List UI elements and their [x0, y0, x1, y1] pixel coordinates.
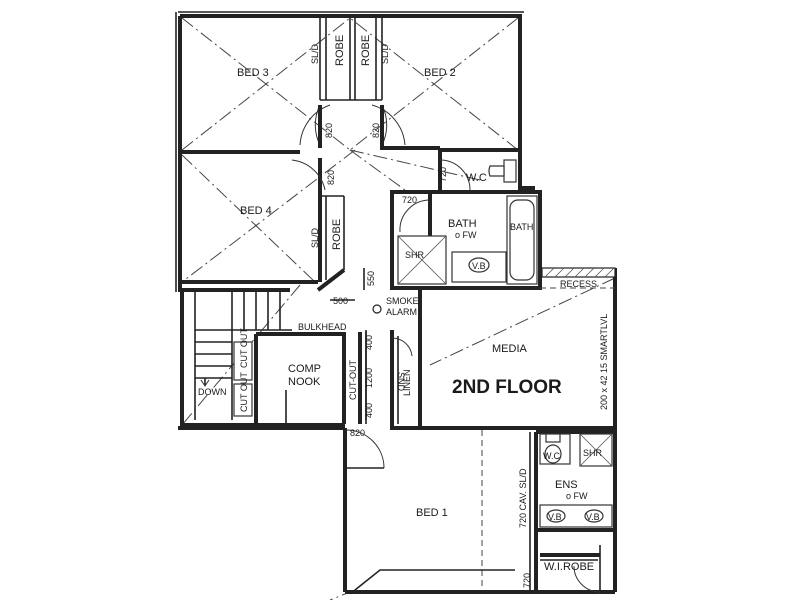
dim-400-top: 400: [364, 335, 374, 350]
robe-label-left: ROBE: [334, 35, 346, 66]
vb-ens-label-1: V.B: [548, 512, 562, 522]
sl-d-label-bed4: SL/D: [310, 227, 320, 248]
dim-820-a: 820: [324, 123, 334, 138]
cutout-label-bottom: CUT OUT: [239, 372, 249, 412]
dim-400-bot: 400: [364, 403, 374, 418]
smoke-alarm-label-1: SMOKE: [386, 296, 419, 306]
shr-bath-label: SHR: [405, 250, 425, 260]
smoke-alarm-symbol: [372, 304, 382, 314]
room-label-bed2: BED 2: [424, 67, 456, 79]
hall-walls: [182, 288, 422, 469]
room-label-bath: BATH: [448, 218, 477, 230]
robe-label-bed4: ROBE: [331, 219, 343, 250]
room-label-wirobe: W.I.ROBE: [544, 561, 594, 573]
smartlvl-label: 200 x 42 15 SMARTLVL: [599, 314, 609, 410]
robe-label-right: ROBE: [360, 35, 372, 66]
linen-label: LINEN: [402, 369, 412, 396]
cutout-label-vertical: CUT-OUT: [348, 360, 358, 400]
media-walls: [418, 267, 616, 430]
shr-ens-label: SHR: [583, 448, 603, 458]
sl-d-label-right: SL/D: [380, 43, 390, 64]
down-label: DOWN: [198, 387, 227, 397]
room-label-bed1: BED 1: [416, 507, 448, 519]
room-label-media: MEDIA: [492, 343, 528, 355]
room-label-comp-line1: COMP: [288, 363, 321, 375]
dim-500: 500: [333, 296, 348, 306]
bed3-bed2-walls: [180, 16, 440, 154]
recess-hatch: [544, 267, 615, 278]
room-label-comp-line2: NOOK: [288, 376, 321, 388]
cutout-label-left: CUT OUT: [239, 328, 249, 368]
bath-tub-label: BATH: [510, 222, 533, 232]
bed4-walls: [180, 158, 346, 292]
dim-720-wir: 720: [522, 573, 532, 588]
stairs: [194, 292, 292, 420]
bulkhead-label: BULKHEAD: [298, 322, 347, 332]
recess-label: RECESS: [560, 279, 597, 289]
dim-720-wc: 720: [438, 167, 448, 182]
room-label-ens: ENS: [555, 479, 578, 491]
dim-1200: 1200: [364, 368, 374, 388]
room-label-ens-sub: o FW: [566, 491, 588, 501]
cav-sl-d-label: 720 CAV. SL/D: [518, 468, 528, 528]
dimension-ticks: [330, 268, 367, 420]
room-label-wc-ens: W.C: [543, 451, 560, 461]
smoke-alarm-label-2: ALARM: [386, 307, 417, 317]
room-label-bed3: BED 3: [237, 67, 269, 79]
room-label-bed4: BED 4: [240, 205, 272, 217]
dim-820-c: 820: [326, 170, 336, 185]
floor-title: 2ND FLOOR: [452, 377, 562, 398]
sl-d-label-left: SL/D: [310, 43, 320, 64]
room-label-wc-upper: W.C: [466, 172, 487, 184]
vb-bath-label: V.B: [472, 261, 486, 271]
dim-820-d: 820: [350, 428, 365, 438]
room-label-bath-sub: o FW: [455, 230, 477, 240]
bed1-walls: [345, 430, 615, 594]
dim-550: 550: [366, 271, 376, 286]
dim-720-bath: 720: [402, 195, 417, 205]
dim-820-b: 820: [371, 123, 381, 138]
vb-ens-label-2: V.B: [586, 512, 600, 522]
snd-label: SND: [396, 372, 406, 392]
ensuite-fixtures: [539, 433, 613, 593]
